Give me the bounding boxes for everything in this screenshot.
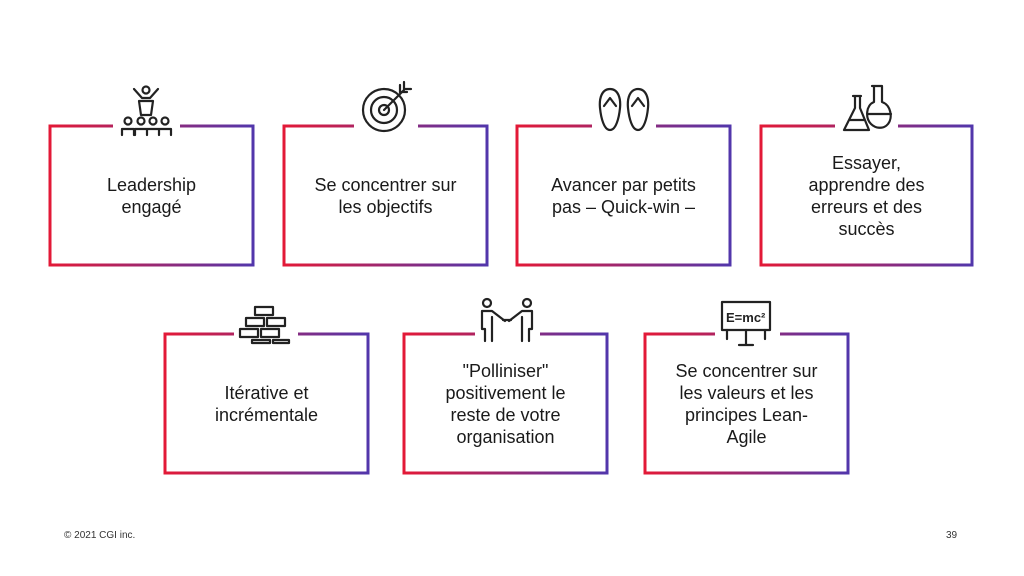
card-frame (515, 124, 732, 267)
card-pollinate-text: "Polliniser" positivement le reste de vo… (445, 360, 566, 447)
card-frame (402, 332, 609, 475)
card-iterative: Itérative et incrémentale (165, 334, 368, 473)
copyright: © 2021 CGI inc. (64, 530, 136, 541)
footprints-icon (598, 87, 650, 132)
flasks-icon (842, 84, 893, 132)
card-frame (643, 332, 850, 475)
card-leadership-text: Leadership engagé (106, 174, 197, 217)
leadership-icon (120, 85, 173, 137)
bricks-icon (238, 305, 291, 345)
card-experiment: Essayer, apprendre des erreurs et des su… (761, 126, 972, 265)
card-objectives-text: Se concentrer sur les objectifs (314, 174, 457, 217)
card-leadership: Leadership engagé (50, 126, 253, 265)
card-frame (282, 124, 489, 267)
card-objectives: Se concentrer sur les objectifs (284, 126, 487, 265)
blackboard-icon: E=mc² (720, 300, 772, 347)
page-number: 39 (946, 530, 958, 541)
card-lean-agile-text: Se concentrer sur les valeurs et les pri… (675, 360, 818, 447)
handshake-icon (480, 297, 534, 343)
card-pollinate: "Polliniser" positivement le reste de vo… (404, 334, 607, 473)
card-frame (163, 332, 370, 475)
blackboard-formula: E=mc² (726, 310, 766, 325)
card-frame (48, 124, 255, 267)
card-experiment-text: Essayer, apprendre des erreurs et des su… (808, 152, 925, 239)
card-iterative-text: Itérative et incrémentale (214, 382, 319, 425)
card-small-steps-text: Avancer par petits pas – Quick-win – (551, 174, 696, 217)
card-frame (759, 124, 974, 267)
target-icon (361, 80, 413, 133)
card-lean-agile: Se concentrer sur les valeurs et les pri… (645, 334, 848, 473)
card-small-steps: Avancer par petits pas – Quick-win – (517, 126, 730, 265)
